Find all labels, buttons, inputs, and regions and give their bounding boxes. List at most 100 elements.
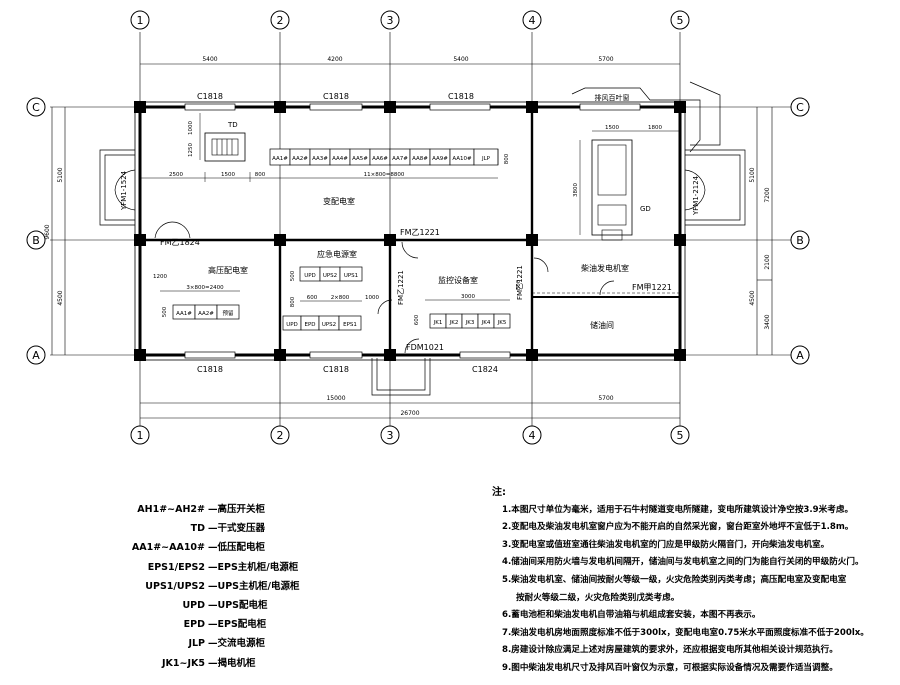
floor-plan: 1 2 3 4 5 1 2 3 4 5 C B A C B A 5400 420… — [26, 10, 810, 445]
lv-panel-row: AA1# AA2# AA3# AA4# AA5# AA6# AA7# AA8# … — [269, 148, 499, 166]
svg-text:2500: 2500 — [169, 172, 183, 178]
svg-text:AA1#: AA1# — [176, 311, 192, 317]
windows — [184, 103, 641, 359]
svg-text:15000: 15000 — [326, 395, 345, 402]
svg-text:A: A — [796, 349, 804, 362]
svg-text:JK3: JK3 — [465, 320, 475, 326]
legend-row: EPS1/EPS2—EPS主机柜/电源柜 — [147, 561, 299, 573]
svg-text:JK1: JK1 — [433, 320, 443, 326]
axis-top-3: 3 — [380, 10, 400, 30]
svg-text:C: C — [796, 101, 804, 114]
structural-columns — [134, 101, 686, 361]
svg-text:5700: 5700 — [598, 395, 613, 402]
svg-text:C1818: C1818 — [323, 365, 349, 374]
axis-bottom-4: 4 — [522, 425, 542, 445]
jk-panel-row: JK1 JK2 JK3 JK4 JK5 — [429, 313, 511, 329]
svg-text:3: 3 — [387, 14, 394, 27]
svg-text:C: C — [32, 101, 40, 114]
svg-text:9600: 9600 — [44, 224, 51, 239]
hv-panel-row: AA1# AA2# 预留 — [172, 304, 240, 320]
svg-text:UPS1: UPS1 — [344, 273, 358, 279]
svg-text:3: 3 — [387, 429, 394, 442]
svg-text:1200: 1200 — [153, 274, 167, 280]
svg-text:1: 1 — [137, 14, 144, 27]
svg-text:YFM1-1524: YFM1-1524 — [120, 170, 128, 211]
note-item: 5.柴油发电机室、储油间按耐火等级一级，火灾危险类别丙类考虑；高压配电室及变配电… — [502, 574, 847, 585]
svg-text:2: 2 — [277, 14, 284, 27]
svg-text:5100: 5100 — [57, 167, 64, 182]
svg-text:1500: 1500 — [221, 172, 235, 178]
svg-text:11×800=8800: 11×800=8800 — [364, 172, 405, 178]
legend-row: JLP—交流电源柜 — [188, 638, 266, 650]
svg-text:B: B — [796, 234, 804, 247]
note-item: 8.房建设计除应满足上述对房屋建筑的要求外，还应根据变电所其他相关设计规范执行。 — [502, 645, 838, 656]
axis-bottom-3: 3 — [380, 425, 400, 445]
legend-row: JK1~JK5—揭电机柜 — [162, 657, 256, 669]
axis-bottom-2: 2 — [270, 425, 290, 445]
inner-dim-texts: 1000 1250 2500 1500 800 11×800=8800 800 … — [153, 121, 662, 326]
svg-text:7200: 7200 — [764, 187, 771, 202]
svg-text:500: 500 — [290, 270, 296, 281]
svg-text:YFM1-2124: YFM1-2124 — [692, 175, 700, 216]
note-item: 7.柴油发电机房地面照度标准不低于300lx，变配电电室0.75米水平面照度标准… — [502, 627, 869, 638]
legend-row: UPD—UPS配电柜 — [182, 600, 268, 612]
note-item: 1.本图尺寸单位为毫米，适用于石牛村隧道变电所隧建，变电所建筑设计净空按3.9米… — [502, 504, 854, 515]
axis-right-b: B — [790, 230, 810, 250]
svg-text:800: 800 — [290, 296, 296, 307]
svg-text:4500: 4500 — [57, 290, 64, 305]
svg-text:1000: 1000 — [365, 295, 379, 301]
svg-text:4200: 4200 — [327, 56, 342, 63]
svg-text:800: 800 — [504, 153, 510, 164]
room-hv: 高压配电室 — [208, 265, 248, 275]
eps-row: UPD EPD UPS2 EPS1 — [282, 315, 362, 331]
legend-row: AH1#~AH2#—高压开关柜 — [137, 504, 266, 515]
legend-row: TD—干式变压器 — [190, 523, 266, 535]
svg-text:AA2#: AA2# — [292, 156, 308, 162]
axis-left-b: B — [26, 230, 46, 250]
axis-right-a: A — [790, 345, 810, 365]
svg-text:AA8#: AA8# — [412, 156, 428, 162]
legend: AH1#~AH2#—高压开关柜 TD—干式变压器 AA1#~AA10#—低压配电… — [110, 500, 350, 673]
axis-top-1: 1 — [130, 10, 150, 30]
svg-text:5700: 5700 — [598, 56, 613, 63]
svg-text:4500: 4500 — [749, 290, 756, 305]
diesel-generator: GD — [591, 139, 651, 241]
svg-text:3400: 3400 — [764, 314, 771, 329]
svg-text:600: 600 — [307, 295, 318, 301]
svg-text:1000: 1000 — [188, 121, 194, 135]
svg-text:UPS2: UPS2 — [322, 322, 336, 328]
svg-text:1: 1 — [137, 429, 144, 442]
svg-text:4: 4 — [529, 429, 536, 442]
svg-text:26700: 26700 — [400, 410, 419, 417]
svg-text:FM乙1221: FM乙1221 — [400, 228, 440, 237]
room-emergency: 应急电源室 — [317, 249, 357, 259]
room-labels: 变配电室 高压配电室 应急电源室 监控设备室 柴油发电机室 储油间 — [208, 196, 629, 330]
porches — [99, 149, 746, 396]
axis-bottom-1: 1 — [130, 425, 150, 445]
svg-text:JK4: JK4 — [481, 320, 491, 326]
svg-text:1500: 1500 — [605, 125, 619, 131]
svg-text:AA3#: AA3# — [312, 156, 328, 162]
svg-text:AA9#: AA9# — [432, 156, 448, 162]
axis-top-2: 2 — [270, 10, 290, 30]
note-item: 3.变配电室或值班室通往柴油发电机室的门应是甲级防火隔音门，开向柴油发电机室。 — [502, 539, 830, 550]
svg-text:EPD: EPD — [304, 322, 315, 328]
axis-top-4: 4 — [522, 10, 542, 30]
louver-duct — [571, 81, 721, 153]
legend-row: AA1#~AA10#—低压配电柜 — [131, 542, 266, 554]
dimension-texts: 5400 4200 5400 5700 15000 5700 26700 510… — [44, 56, 771, 417]
svg-text:GD: GD — [640, 205, 651, 213]
legend-row: UPS1/UPS2—UPS主机柜/电源柜 — [145, 580, 300, 592]
room-generator: 柴油发电机室 — [581, 263, 629, 273]
svg-text:UPS2: UPS2 — [323, 273, 337, 279]
svg-text:C1818: C1818 — [197, 365, 223, 374]
svg-text:FM乙1221: FM乙1221 — [397, 270, 405, 305]
room-control: 监控设备室 — [438, 275, 478, 285]
svg-text:JK5: JK5 — [497, 320, 507, 326]
axis-left-c: C — [26, 97, 46, 117]
door-swings — [114, 169, 706, 354]
svg-text:FM乙1824: FM乙1824 — [160, 238, 200, 247]
svg-text:4: 4 — [529, 14, 536, 27]
axis-bottom-5: 5 — [670, 425, 690, 445]
window-labels: C1818 C1818 C1818 排风百叶窗 C1818 C1818 C182… — [197, 92, 629, 374]
